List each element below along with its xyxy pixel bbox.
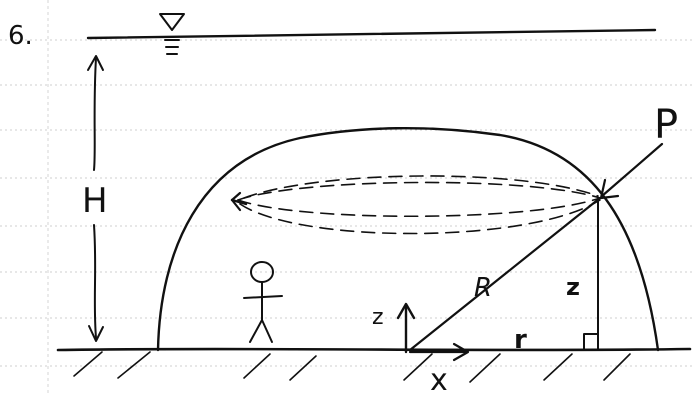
right-angle-marker-icon: [583, 333, 599, 351]
dashed-ring-section: [237, 175, 601, 235]
depth-dimension-arrow: [87, 55, 104, 342]
dome-outline: [156, 126, 660, 352]
z-axis-label: z: [372, 305, 384, 330]
left-ring-arrow-icon: [230, 191, 248, 212]
depth-label: H: [82, 181, 108, 221]
radial-label: r: [514, 325, 527, 355]
height-right-label: z: [566, 273, 580, 301]
radius-label: R: [474, 273, 492, 303]
pressure-force-arrow: [599, 142, 664, 200]
water-surface-line: [86, 28, 657, 40]
person-figure-icon: [243, 261, 283, 343]
problem-number: 6.: [8, 21, 33, 51]
pressure-label: P: [654, 102, 678, 148]
x-axis-arrow: [408, 342, 470, 362]
ground-hatching: [73, 351, 631, 383]
z-axis-arrow: [396, 302, 416, 354]
x-axis-label: x: [430, 363, 448, 394]
radius-line: [408, 196, 602, 352]
ground-line: [56, 347, 692, 352]
free-surface-symbol-icon: [159, 13, 185, 55]
